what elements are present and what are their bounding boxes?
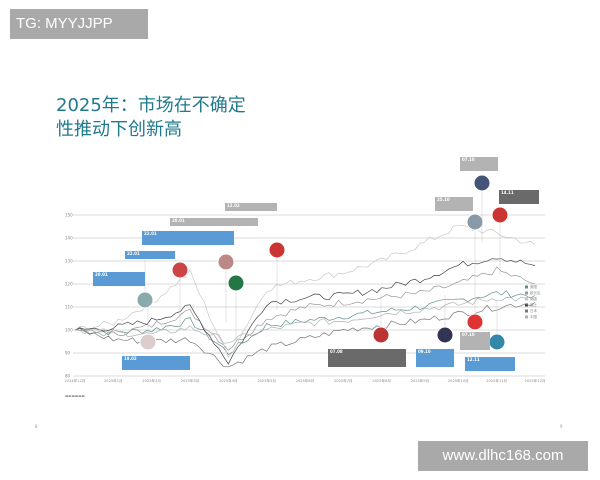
event-photo-icon bbox=[466, 313, 484, 331]
event-annotation: 20.01 bbox=[93, 272, 145, 286]
y-tick-label: 150 bbox=[65, 213, 73, 218]
watermark-top: TG: MYYJJPP bbox=[10, 9, 148, 39]
event-annotation: 28.01 bbox=[170, 218, 258, 226]
event-photo-icon bbox=[136, 291, 154, 309]
series-line-3 bbox=[74, 258, 536, 365]
source-note: ▬▬▬▬▬▬ bbox=[65, 394, 85, 398]
event-annotation: 12.11 bbox=[465, 357, 515, 371]
y-tick-label: 80 bbox=[65, 374, 71, 379]
x-tick-label: 2025年5月 bbox=[257, 378, 276, 383]
x-tick-label: 2024年12月 bbox=[65, 378, 86, 383]
event-photo-icon bbox=[466, 213, 484, 231]
event-photo-icon bbox=[227, 274, 245, 292]
event-annotation: 22.01 bbox=[125, 251, 175, 259]
page-number-right: 9 bbox=[560, 424, 563, 429]
annotation-date: 12.11 bbox=[467, 357, 480, 362]
x-tick-label: 2025年4月 bbox=[219, 378, 238, 383]
event-annotation: 14.11 bbox=[499, 190, 539, 204]
y-tick-label: 90 bbox=[65, 351, 71, 356]
legend-label: 日本 bbox=[530, 308, 538, 313]
annotation-date: 28.01 bbox=[172, 218, 185, 223]
event-photo-icon bbox=[491, 206, 509, 224]
title-line-1: 2025年：市场在不确定 bbox=[56, 95, 246, 116]
legend-swatch bbox=[525, 285, 528, 289]
event-photo-icon bbox=[171, 261, 189, 279]
x-tick-label: 2025年3月 bbox=[181, 378, 200, 383]
x-tick-label: 2025年2月 bbox=[142, 378, 161, 383]
watermark-bottom: www.dlhc168.com bbox=[418, 441, 588, 471]
event-annotation: 22.01 bbox=[142, 231, 234, 245]
event-annotation: 07.08 bbox=[328, 349, 406, 367]
annotation-date: 20.01 bbox=[95, 272, 108, 277]
y-tick-label: 100 bbox=[65, 328, 73, 333]
y-tick-label: 130 bbox=[65, 259, 73, 264]
event-photo-icon bbox=[488, 333, 506, 351]
x-tick-label: 2025年8月 bbox=[372, 378, 391, 383]
y-tick-label: 110 bbox=[65, 305, 73, 310]
legend-swatch bbox=[525, 309, 528, 313]
event-photo-icon bbox=[217, 253, 235, 271]
legend-swatch bbox=[525, 303, 528, 307]
annotation-date: 22.01 bbox=[144, 231, 157, 236]
series-line-0 bbox=[74, 290, 536, 355]
annotation-date: 14.11 bbox=[501, 190, 514, 195]
event-photo-icon bbox=[139, 333, 157, 351]
event-annotation: 25.10 bbox=[435, 197, 473, 211]
legend-label: 中国 bbox=[530, 314, 538, 319]
x-tick-label: 2025年1月 bbox=[104, 378, 123, 383]
event-annotation: 09.10 bbox=[416, 349, 454, 367]
annotation-date: 19.02 bbox=[124, 356, 137, 361]
series-line-5 bbox=[74, 296, 536, 344]
event-annotation: 19.02 bbox=[122, 356, 190, 370]
page-title: 2025年：市场在不确定 性推动下创新高 bbox=[56, 94, 246, 142]
annotation-date: 22.01 bbox=[127, 251, 140, 256]
x-tick-label: 2025年7月 bbox=[334, 378, 353, 383]
legend-label: 英国 bbox=[530, 296, 538, 301]
event-photo-icon bbox=[372, 326, 390, 344]
annotation-date: 07.10 bbox=[462, 332, 475, 337]
title-line-2: 性推动下创新高 bbox=[56, 119, 182, 140]
event-annotation: 07.10 bbox=[460, 332, 490, 350]
y-tick-label: 120 bbox=[65, 282, 73, 287]
event-photo-icon bbox=[268, 241, 286, 259]
annotation-date: 25.10 bbox=[437, 197, 450, 202]
x-tick-label: 2025年10月 bbox=[448, 378, 469, 383]
legend-label: 美国 bbox=[530, 284, 538, 289]
page-number-left: 8 bbox=[35, 424, 38, 429]
y-tick-label: 140 bbox=[65, 236, 73, 241]
series-line-1 bbox=[74, 266, 536, 351]
x-tick-label: 2025年12月 bbox=[525, 378, 546, 383]
event-annotation: 12.02 bbox=[225, 203, 277, 211]
legend-swatch bbox=[525, 297, 528, 301]
event-photo-icon bbox=[473, 174, 491, 192]
annotation-date: 09.10 bbox=[418, 349, 431, 354]
x-tick-label: 2025年11月 bbox=[486, 378, 507, 383]
legend-swatch bbox=[525, 315, 528, 319]
event-annotation: 07.10 bbox=[460, 157, 498, 171]
legend-label: 瑞士 bbox=[530, 302, 538, 307]
event-photo-icon bbox=[436, 326, 454, 344]
annotation-date: 07.10 bbox=[462, 157, 475, 162]
annotation-date: 07.08 bbox=[330, 349, 343, 354]
x-tick-label: 2025年6月 bbox=[296, 378, 315, 383]
legend-label: 欧元区 bbox=[530, 290, 541, 295]
annotation-date: 12.02 bbox=[227, 203, 240, 208]
legend-swatch bbox=[525, 291, 528, 295]
x-tick-label: 2025年9月 bbox=[411, 378, 430, 383]
